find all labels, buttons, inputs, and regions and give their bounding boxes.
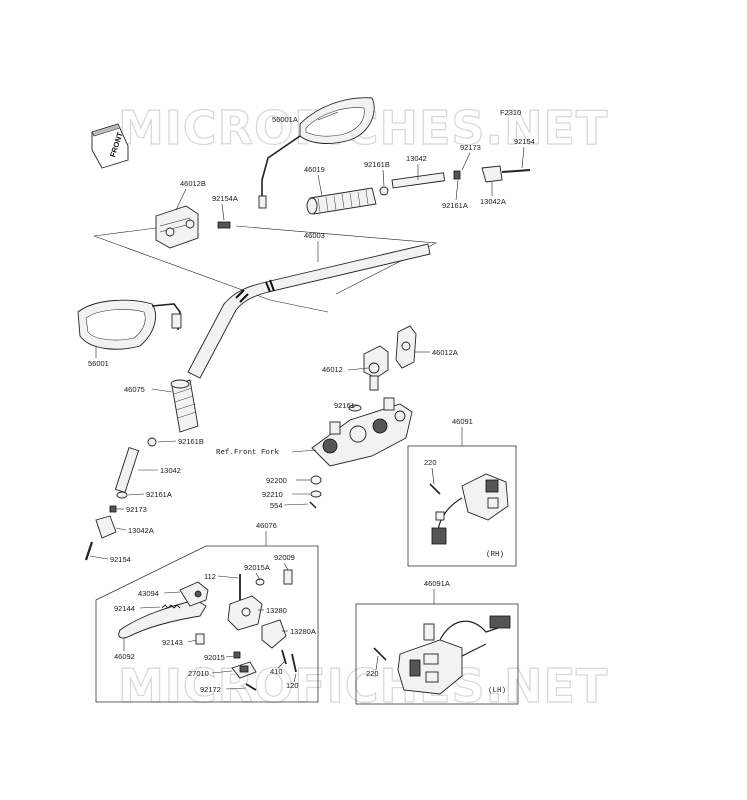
- callout-92161A-top: 92161A: [442, 201, 468, 210]
- callout-92161A-left: 92161A: [146, 490, 172, 499]
- callout-43094: 43094: [138, 589, 159, 598]
- callout-27010: 27010: [188, 669, 209, 678]
- callout-92154-top: 92154: [514, 137, 535, 146]
- callout-92154-left: 92154: [110, 555, 131, 564]
- callout-92009: 92009: [274, 553, 295, 562]
- callout-13042A-top: 13042A: [480, 197, 506, 206]
- callout-13042-top: 13042: [406, 154, 427, 163]
- handlebar: [93, 225, 438, 379]
- callout-46019: 46019: [304, 165, 325, 174]
- callout-92015A: 92015A: [244, 563, 270, 572]
- callout-46012: 46012: [322, 365, 343, 374]
- callout-92154A: 92154A: [212, 194, 238, 203]
- rh-switch-box: [407, 445, 517, 567]
- callout-92173-top: 92173: [460, 143, 481, 152]
- callout-410: 410: [270, 667, 283, 676]
- callout-56001: 56001: [88, 359, 109, 368]
- left-bar-end-parts: [84, 437, 157, 561]
- callout-46003: 46003: [304, 231, 325, 240]
- callout-92161B-top: 92161B: [364, 160, 390, 169]
- callout-92173-left: 92173: [126, 505, 147, 514]
- right-grip-assembly: [306, 165, 531, 215]
- callout-92172: 92172: [200, 685, 221, 694]
- callout-220-rh: 220: [424, 458, 437, 467]
- callout-13042-left: 13042: [160, 466, 181, 475]
- callout-46091: 46091: [452, 417, 473, 426]
- callout-92161B-left: 92161B: [178, 437, 204, 446]
- figure-code: F2310: [500, 108, 521, 117]
- callout-13042A-left: 13042A: [128, 526, 154, 535]
- clamp-upper: [155, 205, 231, 249]
- callout-112: 112: [204, 572, 216, 581]
- callout-92210: 92210: [262, 490, 283, 499]
- callout-120: 120: [286, 681, 299, 690]
- rh-label: (RH): [486, 551, 504, 559]
- callout-46075: 46075: [124, 385, 145, 394]
- callout-220-lh: 220: [366, 669, 379, 678]
- callout-46076: 46076: [256, 521, 277, 530]
- callout-92143: 92143: [162, 638, 183, 647]
- callout-46012A: 46012A: [432, 348, 458, 357]
- callout-56001A: 56001A: [272, 115, 298, 124]
- clamp-lower: [363, 325, 417, 391]
- mirror-right: [258, 97, 375, 209]
- callout-92144: 92144: [114, 604, 135, 613]
- upper-triple-clamp: [311, 397, 413, 467]
- lh-switch-box: [355, 603, 519, 705]
- lower-washers: [309, 475, 322, 509]
- watermark-bottom: MICROFICHES.NET: [118, 659, 608, 713]
- callout-46012B: 46012B: [180, 179, 206, 188]
- callout-92161: 92161: [334, 401, 355, 410]
- callout-92015: 92015: [204, 653, 225, 662]
- lh-switch-housing: [373, 615, 511, 695]
- left-grip: [170, 379, 199, 433]
- callout-13280: 13280: [266, 606, 287, 615]
- callout-46091A: 46091A: [424, 579, 450, 588]
- mirror-left: [77, 299, 182, 350]
- clutch-lever-box: [95, 545, 319, 703]
- front-arrow-tag: FRONT: [91, 123, 129, 169]
- callout-554: 554: [270, 501, 283, 510]
- clutch-lever-parts: [118, 569, 297, 691]
- callout-13280A: 13280A: [290, 627, 316, 636]
- rh-switch-housing: [429, 473, 509, 545]
- ref-front-fork: Ref.Front Fork: [216, 449, 280, 457]
- callout-46092: 46092: [114, 652, 135, 661]
- callout-92200: 92200: [266, 476, 287, 485]
- lh-label: (LH): [488, 687, 506, 695]
